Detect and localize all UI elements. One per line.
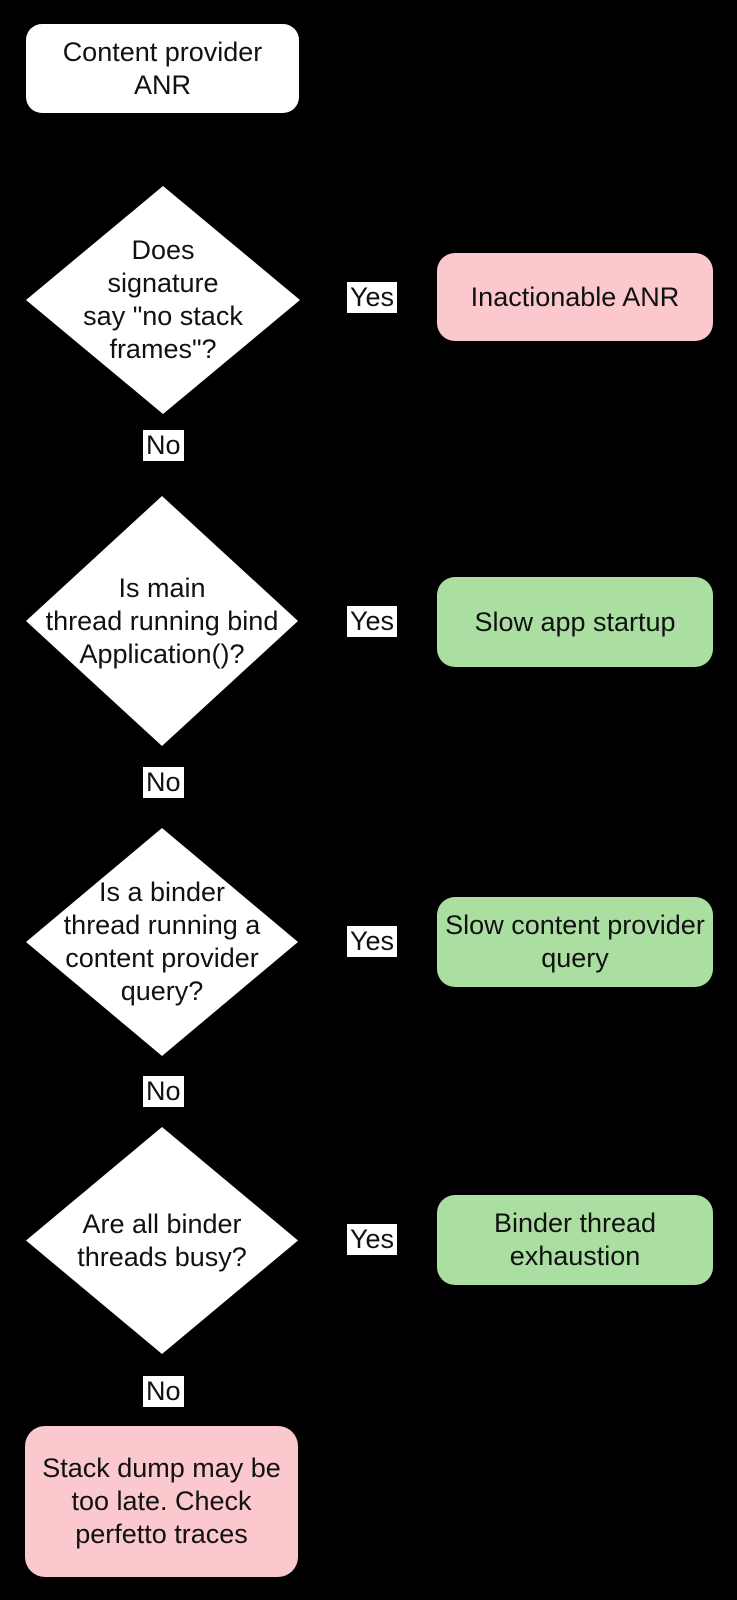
- no-edge-label: No: [143, 767, 184, 798]
- end-node-text: Stack dump may be too late. Check perfet…: [42, 1453, 281, 1549]
- yes-edge-label: Yes: [347, 606, 398, 637]
- decision-no-stack-frames: Does signature say "no stack frames"?: [26, 186, 300, 414]
- outcome-text: Binder thread exhaustion: [493, 1208, 657, 1271]
- outcome-slow-content-provider-query: Slow content provider query: [437, 897, 713, 987]
- yes-edge-label: Yes: [347, 926, 398, 957]
- outcome-text: Slow app startup: [474, 606, 676, 637]
- outcome-text: Slow content provider query: [445, 910, 705, 973]
- outcome-slow-app-startup: Slow app startup: [437, 577, 713, 667]
- end-node-stack-dump-too-late: Stack dump may be too late. Check perfet…: [25, 1426, 298, 1577]
- yes-edge-label: Yes: [347, 282, 398, 313]
- outcome-binder-thread-exhaustion: Binder thread exhaustion: [437, 1195, 713, 1285]
- start-node-content-provider-anr: Content provider ANR: [26, 24, 299, 113]
- yes-edge-label: Yes: [347, 1224, 398, 1255]
- no-edge-label: No: [143, 430, 184, 461]
- outcome-text: Inactionable ANR: [470, 281, 680, 312]
- outcome-inactionable-anr: Inactionable ANR: [437, 253, 713, 341]
- decision-question-text: Is a binder thread running a content pro…: [63, 877, 261, 1006]
- decision-question-text: Does signature say "no stack frames"?: [83, 235, 243, 364]
- decision-bind-application: Is main thread running bind Application(…: [26, 496, 298, 746]
- decision-binder-threads-busy: Are all binder threads busy?: [26, 1127, 298, 1354]
- start-node-text: Content provider ANR: [62, 36, 263, 100]
- no-edge-label: No: [143, 1076, 184, 1107]
- no-edge-label: No: [143, 1376, 184, 1407]
- decision-question-text: Is main thread running bind Application(…: [45, 572, 279, 669]
- decision-question-text: Are all binder threads busy?: [77, 1208, 247, 1272]
- decision-content-provider-query: Is a binder thread running a content pro…: [26, 828, 298, 1056]
